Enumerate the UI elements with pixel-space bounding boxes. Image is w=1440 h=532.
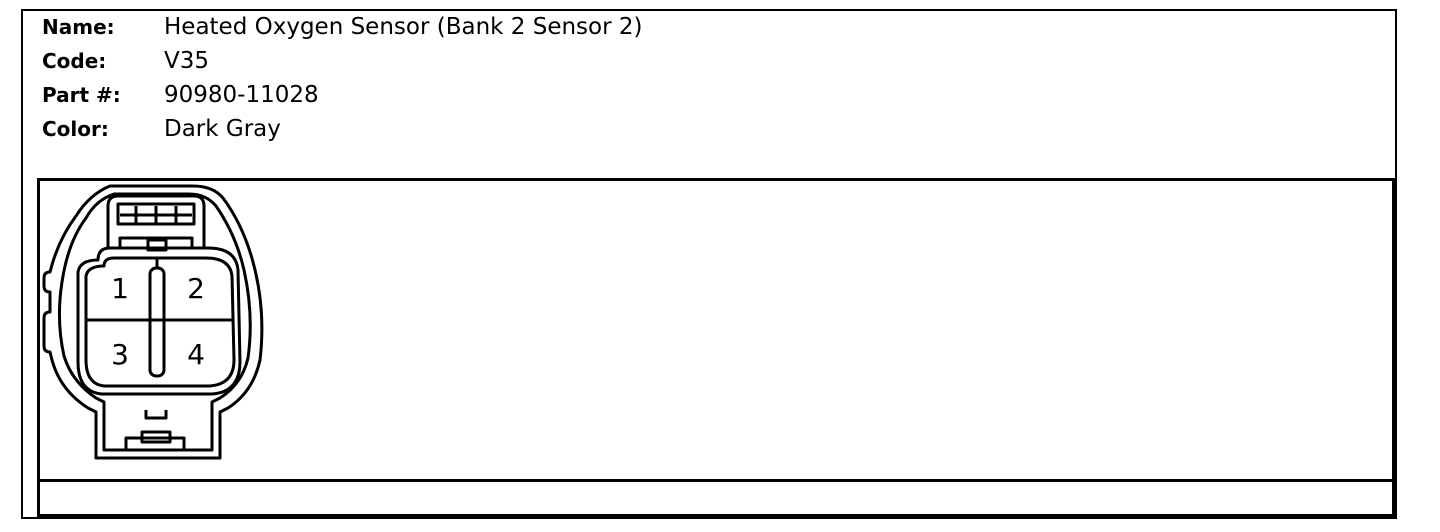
pin-1-label: 1 — [111, 272, 129, 305]
name-value: Heated Oxygen Sensor (Bank 2 Sensor 2) — [164, 14, 643, 40]
color-label: Color: — [42, 117, 109, 141]
notes-frame — [37, 479, 1395, 517]
pin-3-label: 3 — [111, 338, 129, 371]
code-label: Code: — [42, 49, 107, 73]
name-row: Name: Heated Oxygen Sensor (Bank 2 Senso… — [42, 14, 643, 48]
part-label: Part #: — [42, 83, 121, 107]
pin-2-label: 2 — [187, 272, 205, 305]
connector-body — [42, 184, 264, 460]
name-label: Name: — [42, 15, 115, 39]
pin-4-label: 4 — [187, 338, 205, 371]
connector-face-diagram: 1 2 3 4 — [42, 184, 264, 460]
code-row: Code: V35 — [42, 48, 643, 82]
connector-info: Name: Heated Oxygen Sensor (Bank 2 Senso… — [42, 14, 643, 150]
part-row: Part #: 90980-11028 — [42, 82, 643, 116]
color-row: Color: Dark Gray — [42, 116, 643, 150]
color-value: Dark Gray — [164, 116, 281, 142]
part-value: 90980-11028 — [164, 82, 319, 108]
code-value: V35 — [164, 48, 210, 74]
